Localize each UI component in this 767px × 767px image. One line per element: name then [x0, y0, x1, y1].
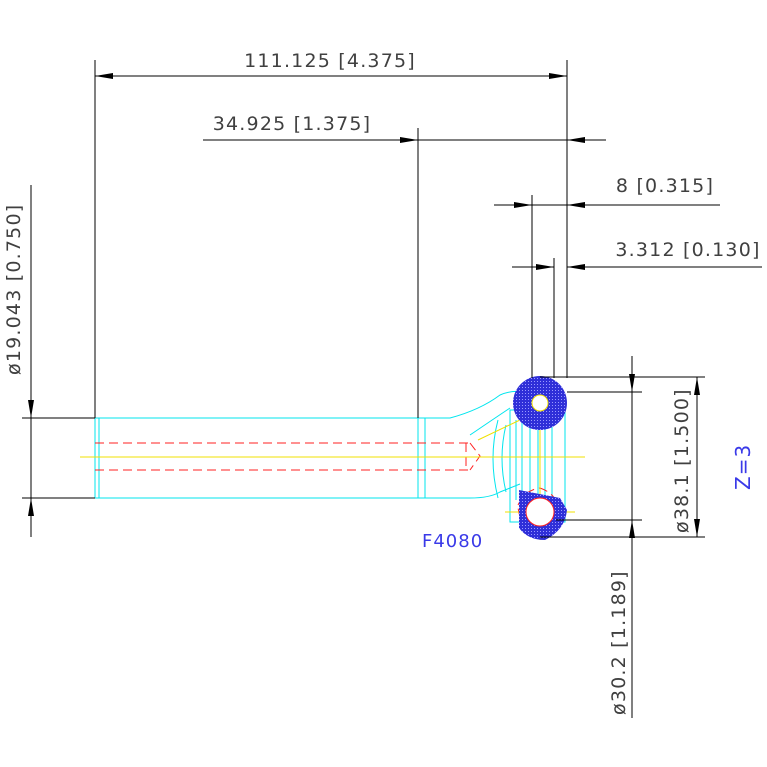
z-value-label: Z=3 [731, 444, 755, 490]
dim-head-offset: 3.312 [0.130] [512, 239, 762, 378]
stem-diameter-label: ø19.043 [0.750] [3, 204, 25, 375]
hole-features [513, 376, 567, 540]
dim-head-diameter: ø38.1 [1.500] [540, 376, 705, 538]
center-lines [80, 378, 585, 540]
dim-stem-length: 34.925 [1.375] [203, 113, 606, 418]
inner-diameter-label: ø30.2 [1.189] [608, 570, 630, 715]
part-number-label: F4080 [422, 531, 483, 552]
head-diameter-label: ø38.1 [1.500] [671, 388, 693, 533]
head-offset-label: 3.312 [0.130] [615, 239, 760, 261]
dim-overall-length: 111.125 [4.375] [94, 50, 568, 418]
hidden-bore-lines [95, 442, 559, 529]
dim-head-width: 8 [0.315] [494, 175, 720, 378]
dim-inner-diameter: ø30.2 [1.189] [556, 356, 642, 718]
dim-stem-diameter: ø19.043 [0.750] [3, 185, 95, 537]
head-width-label: 8 [0.315] [616, 175, 714, 197]
stem-length-label: 34.925 [1.375] [213, 113, 372, 135]
overall-length-label: 111.125 [4.375] [244, 50, 416, 72]
